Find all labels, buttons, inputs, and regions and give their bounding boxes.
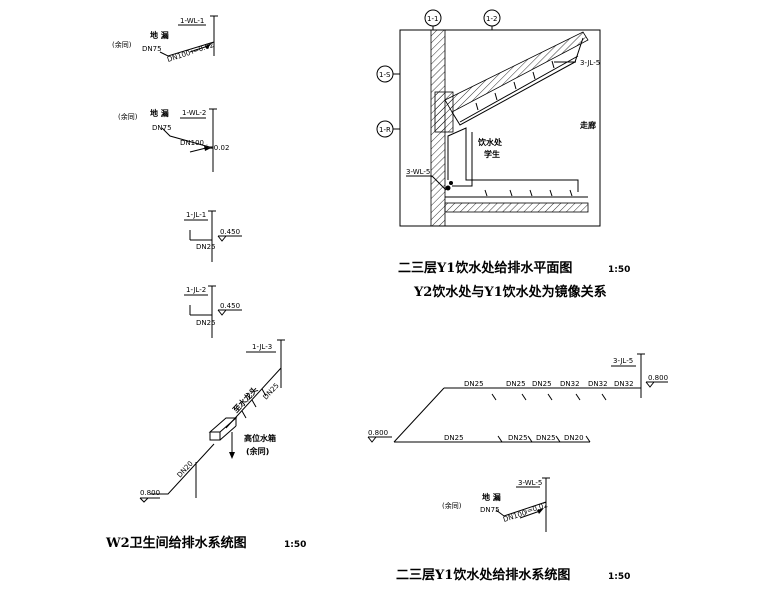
y1-top-dn-5: DN32 xyxy=(588,380,608,388)
y1-elev-left: 0.800 xyxy=(368,429,388,437)
y1-system: 3-JL-5 0.800 0.800 DN25 DN25 DN25 DN32 D… xyxy=(367,353,668,443)
plan-corridor-label: 走廊 xyxy=(579,120,596,130)
y1-wl-pipe-dn: DN100 xyxy=(502,509,527,524)
w2-scale: 1:50 xyxy=(284,540,306,550)
plan-room-label: 饮水处 xyxy=(477,137,503,147)
plan-taps-bottom xyxy=(484,189,573,197)
jl3-pipe-label: 1-JL-3 xyxy=(252,343,272,351)
plan-wl-label: 3-WL-5 xyxy=(406,168,430,176)
plan-view: 1-1 1-2 1-S 1-R xyxy=(376,9,601,227)
axis-1-r: 1-R xyxy=(379,126,391,134)
y1-top-dn-1: DN25 xyxy=(464,380,484,388)
wl2-pipe-label: 1-WL-2 xyxy=(182,109,206,117)
jl1-elev: 0.450 xyxy=(220,228,240,236)
jl3-tank-note: (余同) xyxy=(246,446,269,456)
y1-wl-pipe: 3-WL-5 xyxy=(518,479,542,487)
detail-jl1: 1-JL-1 0.450 DN25 xyxy=(184,210,242,262)
plan-students-label: 学生 xyxy=(484,149,500,159)
y1-wl-note: (余同) xyxy=(442,501,462,510)
wl2-pipe-dn: DN100 xyxy=(180,139,204,147)
wl2-note: (余同) xyxy=(118,112,138,121)
jl2-dn: DN25 xyxy=(196,319,216,327)
detail-jl3: 1-JL-3 至水龙头 DN25 高位水箱 (余同) DN20 0.800 xyxy=(139,339,285,503)
jl3-dn-b: DN20 xyxy=(176,460,195,480)
wl2-drain-label: 地 漏 xyxy=(150,108,169,118)
y1-elev-top: 0.800 xyxy=(648,374,668,382)
wl1-dn: DN75 xyxy=(142,45,162,53)
wl2-dn: DN75 xyxy=(152,124,172,132)
wl1-drain-label: 地 漏 xyxy=(150,30,169,40)
plan-jl-label: 3-JL-5 xyxy=(580,59,600,67)
jl1-pipe-label: 1-JL-1 xyxy=(186,211,206,219)
y1-bottom-dn-3: DN25 xyxy=(536,434,556,442)
plan-title-block: 二三层Y1饮水处给排水平面图 1:50 Y2饮水处与Y1饮水处为镜像关系 xyxy=(398,260,630,300)
plan-taps-diagonal xyxy=(475,60,555,111)
plan-title: 二三层Y1饮水处给排水平面图 xyxy=(398,260,572,276)
mirror-note: Y2饮水处与Y1饮水处为镜像关系 xyxy=(413,284,607,300)
detail-wl1: 1-WL-1 (余同) 地 漏 DN75 DN100 i=0.02 xyxy=(112,15,218,64)
jl3-dn-a: DN25 xyxy=(262,382,281,402)
y1-bottom-dn-2: DN25 xyxy=(508,434,528,442)
y1-bottom-dn-1: DN25 xyxy=(444,434,464,442)
jl3-tank: 高位水箱 xyxy=(244,433,276,443)
jl3-label-a: 至水龙头 xyxy=(231,384,260,414)
wl2-slope: i=0.02 xyxy=(206,144,229,152)
y1-bottom-dn-4: DN20 xyxy=(564,434,584,442)
y1-title-block: 二三层Y1饮水处给排水系统图 1:50 xyxy=(396,567,630,583)
y1-wl-dn: DN75 xyxy=(480,506,500,514)
jl3-elev: 0.800 xyxy=(140,489,160,497)
wl1-slope: i=0.02 xyxy=(190,41,215,56)
y1-bottom-taps xyxy=(497,435,591,443)
y1-top-dn-2: DN25 xyxy=(506,380,526,388)
w2-system-title: W2卫生间给排水系统图 xyxy=(105,535,247,551)
detail-jl2: 1-JL-2 0.450 DN25 xyxy=(184,285,242,338)
wl1-pipe-label: 1-WL-1 xyxy=(180,17,204,25)
y1-top-dn-4: DN32 xyxy=(560,380,580,388)
wl1-note: (余同) xyxy=(112,40,132,49)
y1-drain-detail: 3-WL-5 (余同) 地 漏 DN75 DN100 i=0.02 xyxy=(442,477,550,532)
axis-1-s: 1-S xyxy=(379,71,391,79)
y1-wl-drain: 地 漏 xyxy=(482,492,501,502)
jl2-elev: 0.450 xyxy=(220,302,240,310)
detail-wl2: 1-WL-2 (余同) 地 漏 DN75 DN100 i=0.02 xyxy=(118,108,229,172)
y1-riser-label: 3-JL-5 xyxy=(613,357,633,365)
jl2-pipe-label: 1-JL-2 xyxy=(186,286,206,294)
axis-1-1: 1-1 xyxy=(427,15,438,23)
y1-top-dn-6: DN32 xyxy=(614,380,634,388)
axis-1-2: 1-2 xyxy=(486,15,497,23)
plan-scale: 1:50 xyxy=(608,265,630,275)
y1-top-taps xyxy=(491,393,607,401)
y1-top-dn-3: DN25 xyxy=(532,380,552,388)
wl1-pipe-dn: DN100 xyxy=(166,49,191,64)
jl1-dn: DN25 xyxy=(196,243,216,251)
y1-wl-slope: i=0.02 xyxy=(524,501,549,516)
y1-scale: 1:50 xyxy=(608,572,630,582)
y1-system-title: 二三层Y1饮水处给排水系统图 xyxy=(396,567,570,583)
w2-title-block: W2卫生间给排水系统图 1:50 xyxy=(105,535,306,551)
